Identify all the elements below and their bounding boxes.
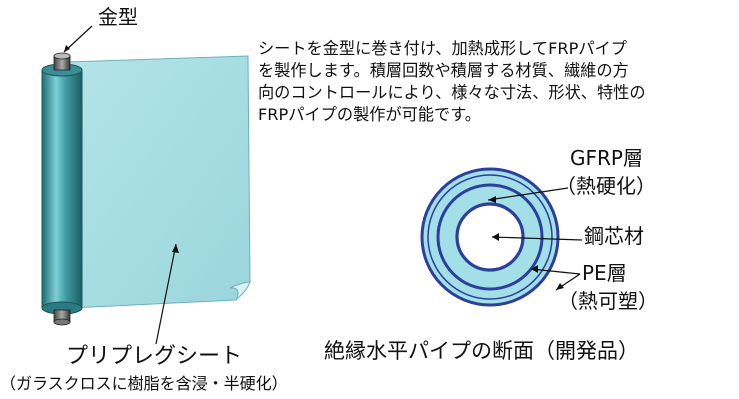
pe-layer-label: PE層 <box>582 261 627 285</box>
gfrp-leader <box>487 187 569 201</box>
prepreg-sheet-label: プリプレグシート <box>66 344 243 369</box>
gfrp-note-label: （熱硬化） <box>556 174 656 198</box>
steel-core-leader <box>491 236 583 241</box>
description-line: 向のコントロールにより、様々な寸法、形状、特性の <box>258 83 646 102</box>
gfrp-layer-label: GFRP層 <box>570 146 643 170</box>
mold-label: 金型 <box>98 5 138 29</box>
prepreg-sheet <box>67 55 251 309</box>
steel-core-label: 鋼芯材 <box>584 224 644 248</box>
pipe-cross-section <box>420 167 560 307</box>
cross-section-title: 絶縁水平パイプの断面（開発品） <box>324 339 639 363</box>
description-line: を製作します。積層回数や積層する材質、繊維の方 <box>258 61 629 80</box>
pe-note-label: （熱可塑） <box>558 289 658 313</box>
description-line: シートを金型に巻き付け、加熱成形してFRPパイプ <box>258 39 627 58</box>
description-text: シートを金型に巻き付け、加熱成形してFRPパイプ を製作します。積層回数や積層す… <box>258 38 736 126</box>
prepreg-sheet-note: （ガラスクロスに樹脂を含浸・半硬化） <box>0 374 288 393</box>
sheet-curled-corner <box>229 281 251 301</box>
mold-roll <box>41 69 83 309</box>
sheet-leader <box>155 243 177 345</box>
description-line: FRPパイプの製作が可能です。 <box>258 105 481 124</box>
pe-leader-inner <box>530 268 581 275</box>
